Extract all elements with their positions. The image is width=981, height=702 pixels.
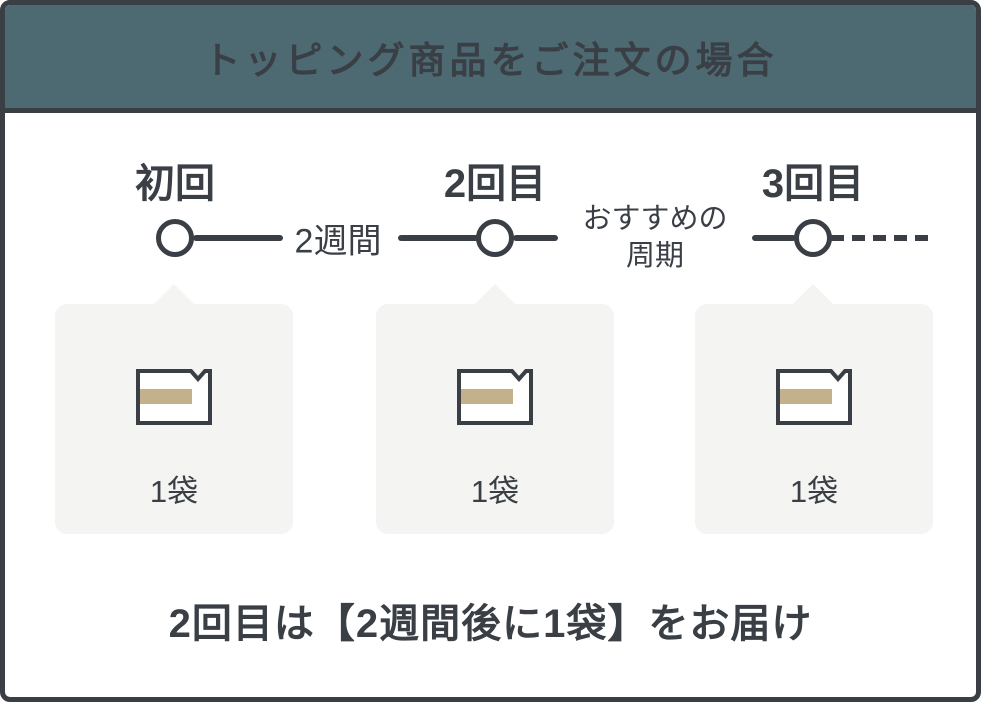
delivery-card-second: 1袋 [376, 304, 614, 534]
card-pointer-third [792, 284, 834, 305]
milestone-circle-third [794, 219, 832, 257]
interval-label-two-weeks: 2週間 [294, 222, 382, 261]
milestone-circle-second [476, 219, 514, 257]
page-title: トッピング商品をご注文の場合 [203, 39, 778, 81]
diagram-canvas: 初回 2回目 3回目 2週間 おすすめの 周期 1袋 [5, 113, 976, 692]
delivery-card-first: 1袋 [55, 304, 293, 534]
interval-label-line2: 周期 [625, 240, 685, 272]
delivery-card-third: 1袋 [695, 304, 933, 534]
milestone-circle-first [156, 219, 194, 257]
timeline-segment [398, 235, 479, 241]
header-banner: トッピング商品をご注文の場合 [5, 5, 976, 113]
bag-count-label: 1袋 [149, 474, 199, 509]
card-pointer-second [474, 284, 516, 305]
timeline-segment [193, 235, 283, 241]
milestone-label-second: 2回目 [443, 162, 547, 206]
timeline-segment [513, 235, 558, 241]
card-pointer-first [153, 284, 195, 305]
bag-count-label: 1袋 [789, 474, 839, 509]
package-icon [776, 369, 852, 425]
delivery-note: 2回目は【2週間後に1袋】をお届け [168, 602, 813, 646]
package-icon [136, 369, 212, 425]
milestone-label-first: 初回 [135, 162, 215, 206]
bag-count-label: 1袋 [470, 474, 520, 509]
interval-label-recommended-cycle: おすすめの 周期 [582, 201, 727, 275]
timeline-segment [752, 235, 796, 241]
milestone-label-third: 3回目 [761, 162, 865, 206]
package-icon [457, 369, 533, 425]
interval-label-line1: おすすめの [582, 203, 728, 235]
timeline-dashed-segment [831, 235, 935, 241]
